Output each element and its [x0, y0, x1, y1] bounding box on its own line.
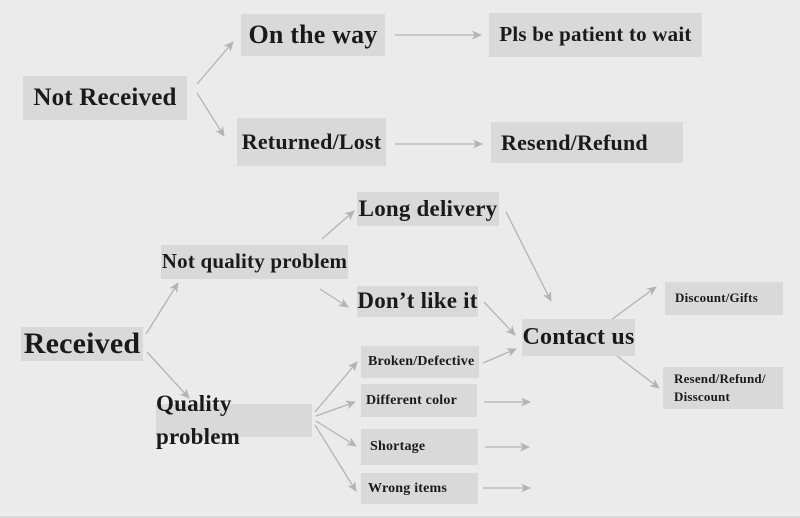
arrow-not-received-to-on-the-way — [196, 41, 234, 85]
arrow-long-delivery-to-contact-us — [505, 211, 552, 302]
node-discount-gifts: Discount/Gifts — [665, 282, 783, 315]
node-not-received: Not Received — [23, 76, 187, 120]
node-on-the-way: On the way — [241, 14, 385, 56]
arrow-not-received-to-returned-lost — [196, 92, 225, 137]
node-shortage: Shortage — [361, 429, 478, 465]
node-contact-us: Contact us — [522, 319, 635, 356]
arrow-received-to-not-quality-problem — [145, 282, 179, 335]
node-resend-refund-disscount: Resend/Refund/ Disscount — [663, 367, 783, 409]
node-returned-lost: Returned/Lost — [237, 118, 386, 166]
arrow-quality-problem-to-broken-defective — [314, 361, 358, 413]
node-not-quality-problem: Not quality problem — [161, 245, 348, 279]
arrow-broken-defective-to-contact-us — [482, 348, 517, 364]
node-pls-be-patient-to-wait: Pls be patient to wait — [489, 13, 702, 57]
node-resend-refund: Resend/Refund — [491, 122, 683, 163]
node-received: Received — [21, 327, 143, 361]
arrow-quality-problem-to-shortage — [315, 420, 357, 447]
arrow-quality-problem-to-wrong-items — [314, 424, 357, 492]
node-broken-defective: Broken/Defective — [361, 346, 479, 378]
node-long-delivery: Long delivery — [357, 192, 499, 226]
arrow-contact-us-to-resend-refund-disscount — [616, 355, 660, 389]
arrow-contact-us-to-discount-gifts — [610, 286, 657, 321]
node-different-color: Different color — [361, 384, 477, 417]
arrow-not-quality-problem-to-long-delivery — [321, 210, 355, 240]
arrow-not-quality-problem-to-dont-like-it — [319, 288, 349, 308]
arrow-dont-like-it-to-contact-us — [483, 301, 516, 336]
node-dont-like-it: Don’t like it — [357, 286, 478, 317]
arrow-quality-problem-to-different-color — [315, 400, 356, 417]
node-quality-problem: Quality problem — [156, 391, 312, 449]
node-wrong-items: Wrong items — [361, 473, 478, 504]
